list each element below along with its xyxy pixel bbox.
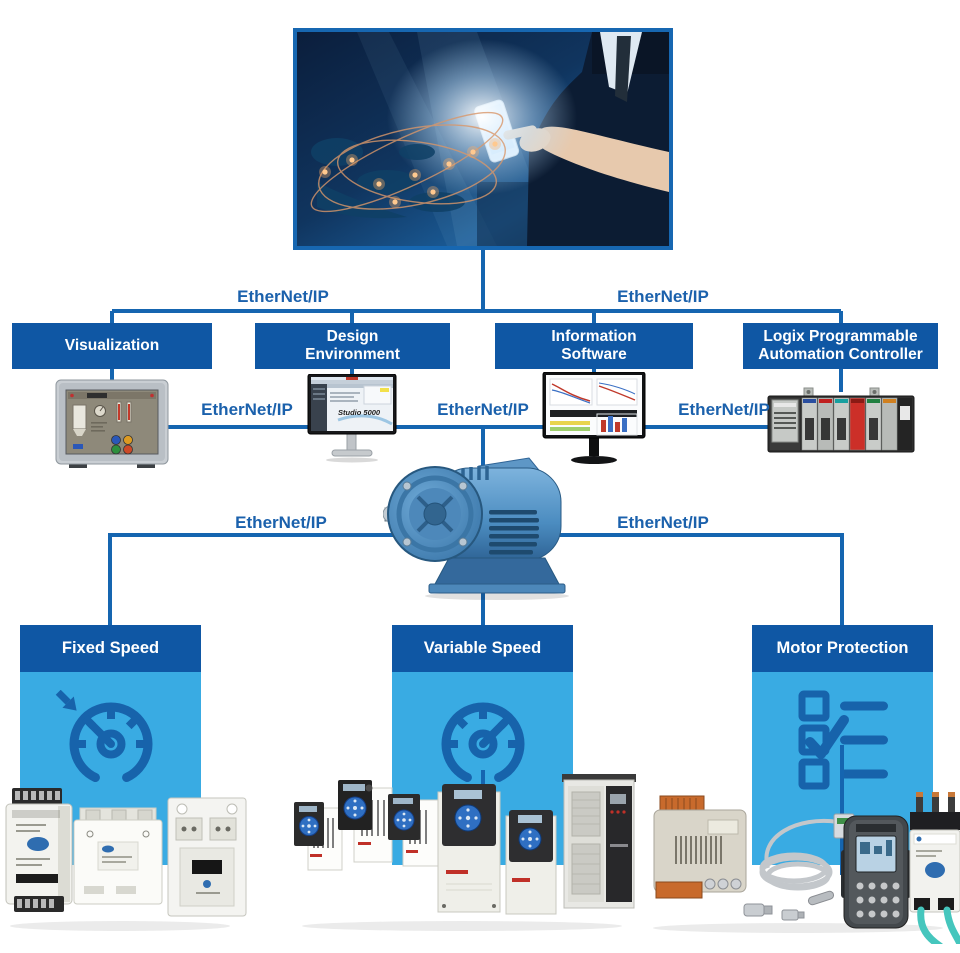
gauge-with-arrow-icon [55,690,152,782]
panel-label: Fixed Speed [61,639,160,657]
sensor-cable-coil [759,818,839,891]
analytics-monitor [542,372,646,464]
header-box-logix-pac: Logix Programmable Automation Controller [743,323,938,369]
handheld-tester [841,815,911,929]
header-box-label: Visualization [64,336,160,354]
sensor-plug-1 [743,903,773,917]
ac-electric-motor [383,457,569,600]
header-box-information-software: Information Software [495,323,693,369]
header-box-label: Information [551,327,637,345]
enterprise-network-display [293,28,673,250]
soft-starter [167,797,247,917]
probe-tip [807,890,835,906]
contactor [73,807,163,905]
header-box-visualization: Visualization [12,323,212,369]
ethernet-ip-label-top-right: EtherNet/IP [617,287,709,306]
header-box-label-line2: Environment [305,346,400,363]
header-box-design-environment: Design Environment [255,323,450,369]
panelview-hmi-terminal [55,379,169,468]
motor-protection-products [653,792,960,944]
ethernet-ip-label-mid-right: EtherNet/IP [678,400,770,419]
header-box-label-line2: Software [561,346,627,363]
compact-drive-1 [294,802,343,871]
checklist-icon [798,690,888,790]
powerflex-drive-medium [505,810,557,915]
header-box-label: Design [326,327,379,345]
logix-controller-rack [767,387,915,453]
gauge-icon [441,702,524,782]
io-module [653,795,747,899]
ethernet-ip-label-low-right: EtherNet/IP [617,513,709,532]
header-box-label-line2: Automation Controller [758,346,923,363]
panel-label: Motor Protection [776,639,909,657]
studio5000-design-monitor: Studio 5000 [307,374,397,463]
ethernet-ip-label-mid-left: EtherNet/IP [201,400,293,419]
ethernet-ip-label-top-left: EtherNet/IP [237,287,329,306]
variable-speed-products [294,774,636,931]
compact-drive-3 [388,794,440,867]
powerflex-drive-large [437,784,501,913]
cabinet-drive [562,774,636,909]
panel-label: Variable Speed [423,639,542,657]
header-box-label: Logix Programmable [763,327,918,345]
studio5000-screen-text: Studio 5000 [338,408,381,417]
sensor-plug-2 [781,909,805,921]
ethernet-ip-label-mid-center: EtherNet/IP [437,400,529,419]
compact-drive-2 [338,780,393,863]
starter-relay [5,788,73,912]
e300-overload-relay [909,792,960,944]
ethernet-ip-label-low-left: EtherNet/IP [235,513,327,532]
fixed-speed-products [5,788,247,931]
enterprise-photo [297,32,669,246]
